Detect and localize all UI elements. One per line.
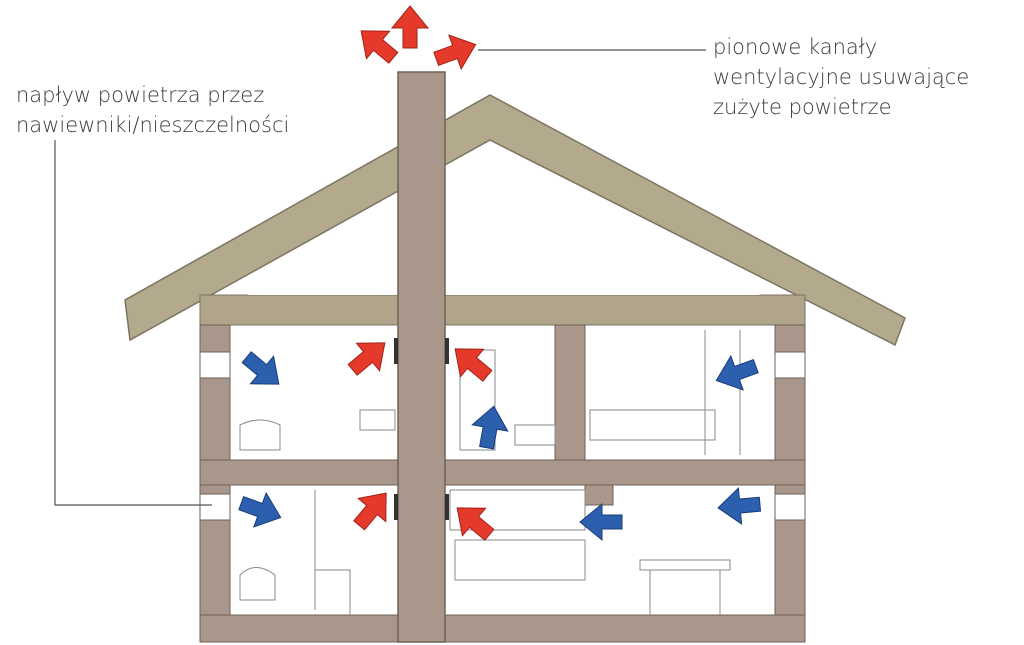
- red-arrow-icon: [344, 481, 401, 538]
- exhaust-label-line: zużyte powietrze: [713, 95, 892, 119]
- red-arrow-icon: [429, 27, 483, 77]
- inflow-label: napływ powietrza przez nawiewniki/nieszc…: [16, 80, 289, 140]
- vent-opening: [774, 493, 806, 521]
- inflow-leader-line: [54, 140, 212, 506]
- vent-grilles: [394, 338, 449, 520]
- red-arrow-icon: [391, 5, 429, 49]
- attic-space: [248, 148, 760, 295]
- furniture-sketch: [239, 330, 741, 615]
- blue-arrow-icon: [709, 348, 763, 398]
- ceiling-beam: [199, 294, 806, 326]
- vent-opening: [199, 351, 231, 379]
- vent-opening: [199, 493, 231, 521]
- floor-slab: [199, 459, 806, 486]
- red-arrow-icon: [340, 328, 397, 385]
- base-slab: [199, 614, 806, 643]
- vent-opening: [774, 351, 806, 379]
- roof: [124, 94, 906, 347]
- exhaust-label-line: pionowe kanały: [713, 35, 878, 59]
- exhaust-label: pionowe kanały wentylacyjne usuwające zu…: [713, 32, 969, 122]
- blue-arrow-icon: [468, 402, 513, 452]
- red-arrow-icon: [443, 334, 500, 391]
- blue-arrow-icon: [579, 503, 623, 541]
- exhaust-label-line: wentylacyjne usuwające: [713, 65, 970, 89]
- ventilation-chimney: [397, 71, 446, 643]
- blue-arrow-icon: [234, 485, 288, 535]
- blue-arrow-icon: [716, 485, 762, 527]
- interior-wall-lower: [584, 484, 614, 506]
- interior-wall-upper: [554, 324, 586, 461]
- inflow-arrows: [234, 342, 763, 541]
- blue-arrow-icon: [234, 342, 291, 399]
- inflow-label-line: napływ powietrza przez: [16, 83, 265, 107]
- inflow-label-line: nawiewniki/nieszczelności: [16, 113, 290, 137]
